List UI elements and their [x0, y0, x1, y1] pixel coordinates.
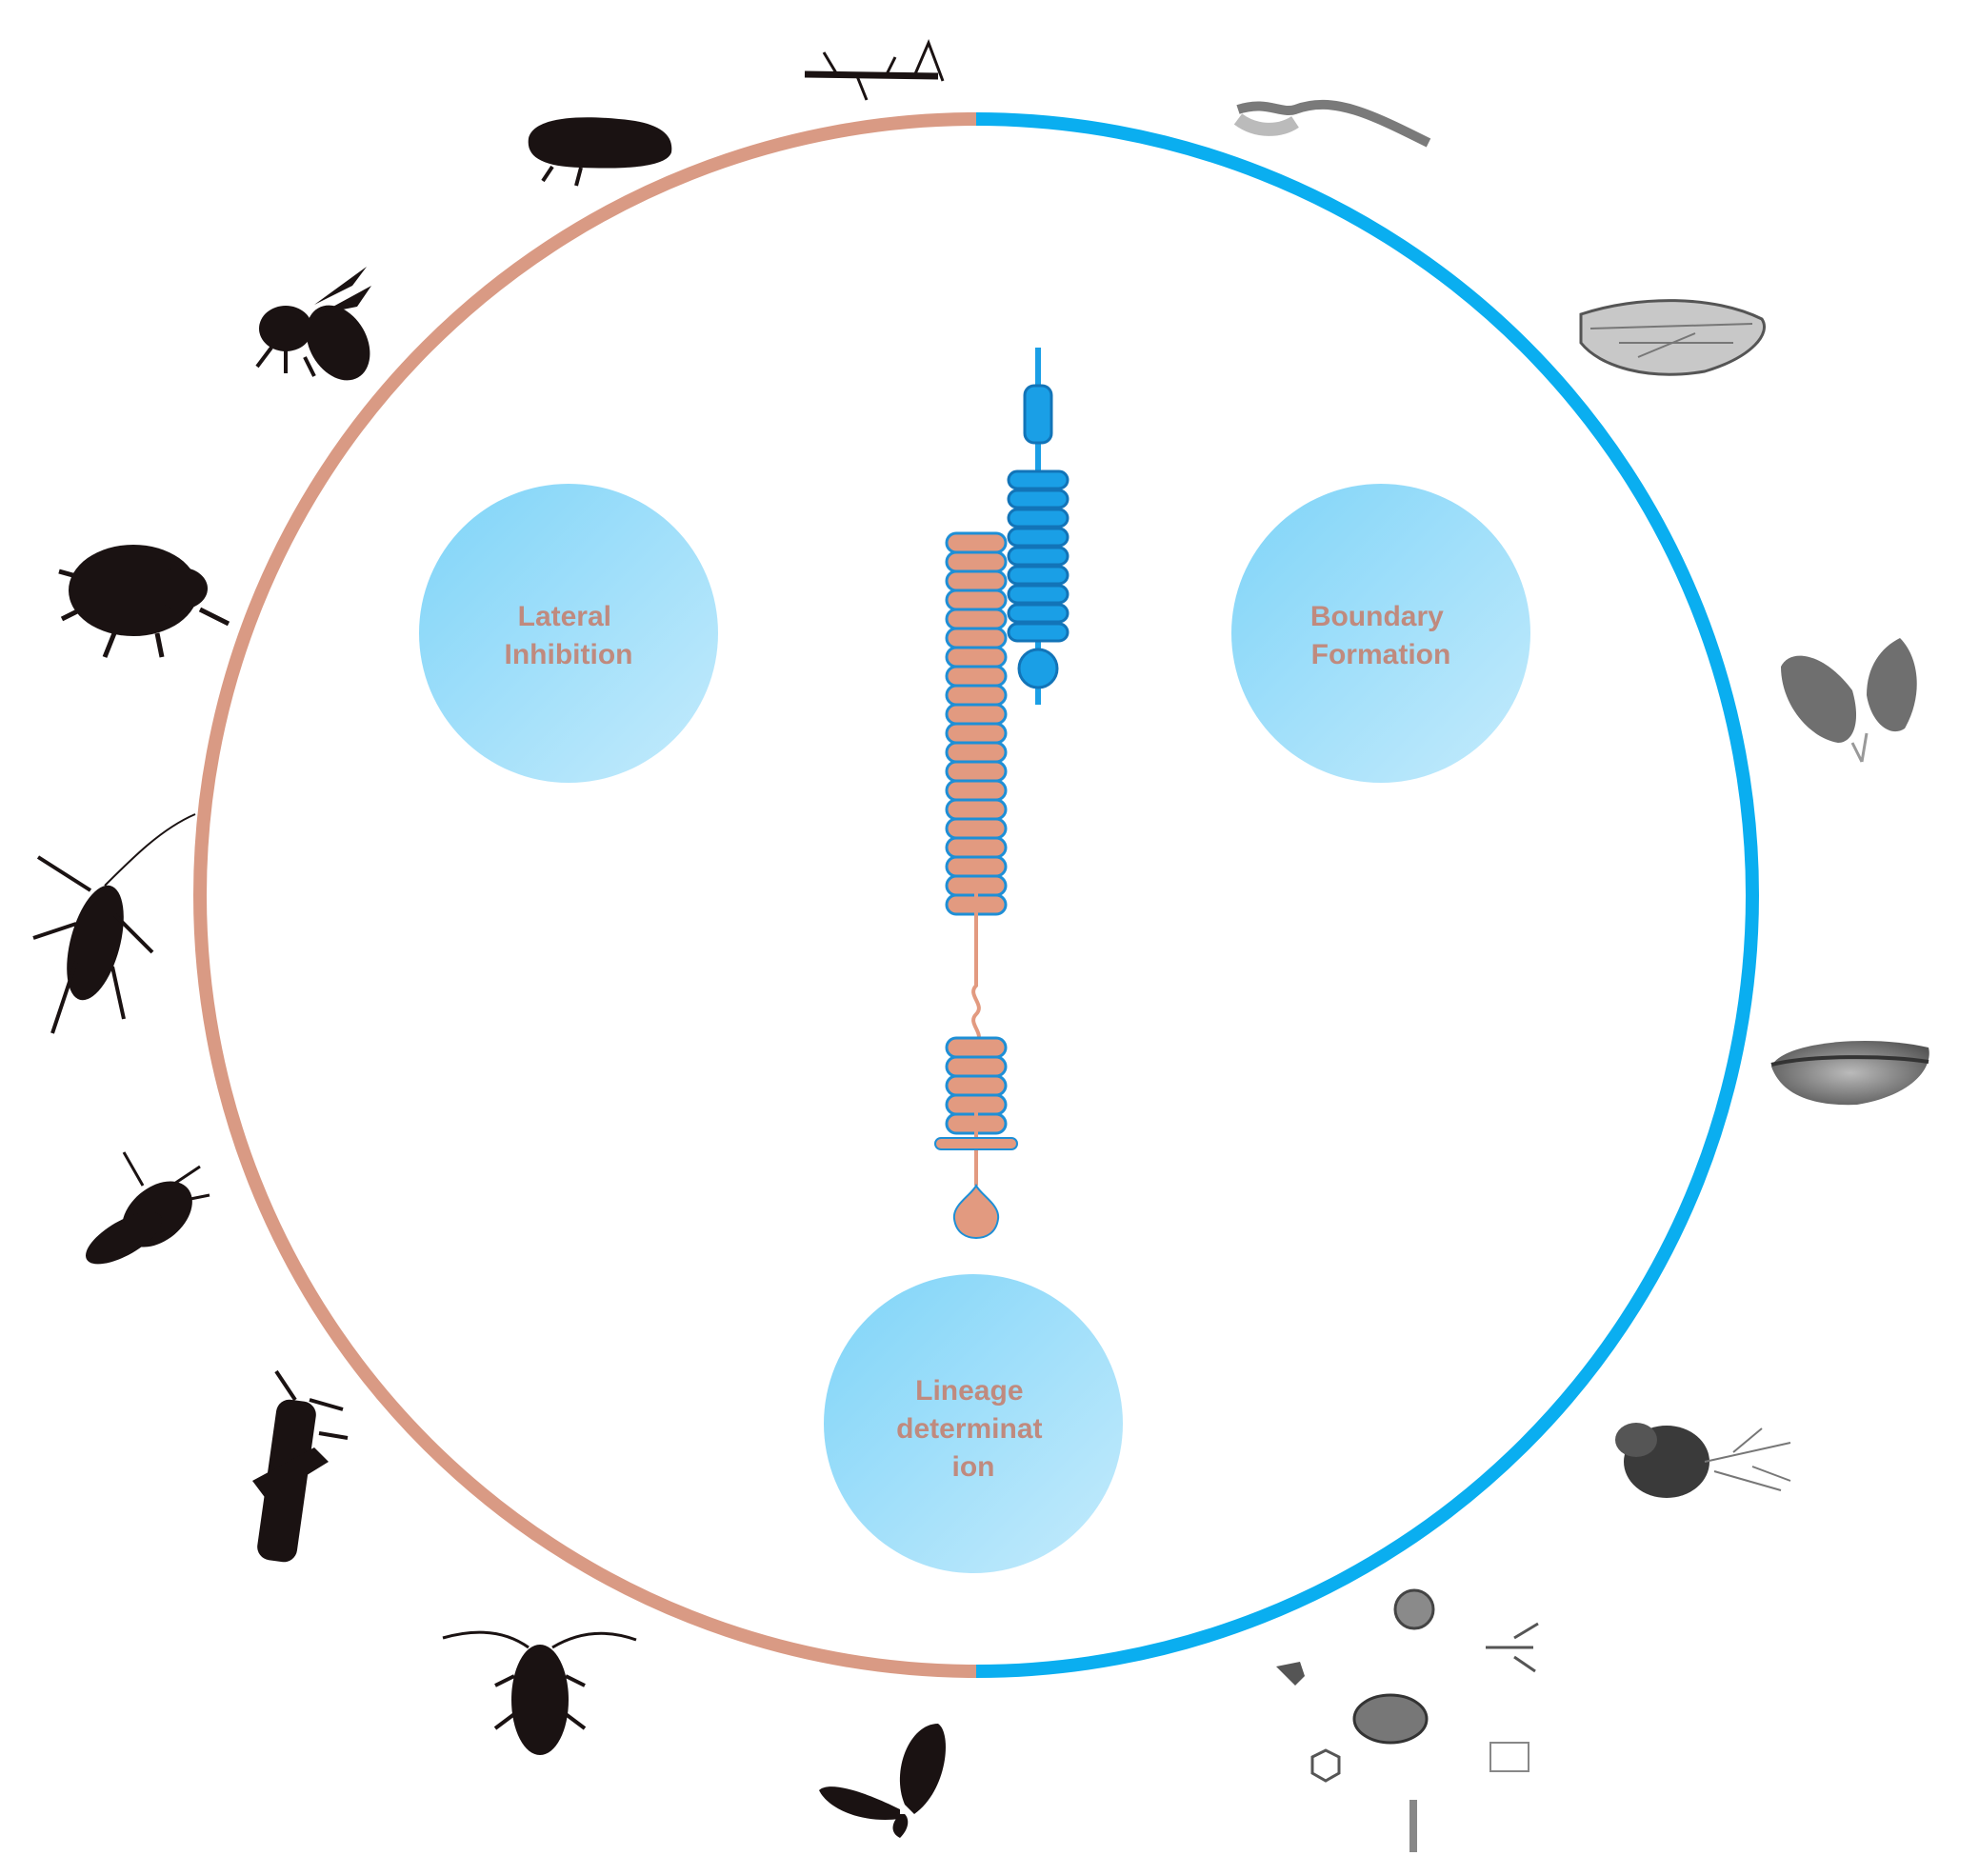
lineage-line-1: Lineage — [915, 1375, 1023, 1407]
notch-repeat — [945, 760, 1008, 783]
neuron-photo-icon — [1615, 1423, 1791, 1498]
delta-ligand — [1007, 348, 1069, 705]
lnr-repeat — [945, 1036, 1008, 1059]
notch-linker — [971, 890, 981, 1045]
notch-repeat — [945, 665, 1008, 688]
leafhopper-icon — [528, 117, 672, 187]
lnr-repeat — [945, 1074, 1008, 1097]
delta-egf-repeats — [1007, 469, 1069, 643]
notch-repeat — [945, 798, 1008, 821]
notch-repeat — [945, 741, 1008, 764]
notch-repeat — [945, 627, 1008, 649]
notch-repeat — [945, 703, 1008, 726]
notch-receptor — [934, 531, 1018, 1240]
boundary-line-2: Formation — [1311, 639, 1451, 670]
right-arc — [975, 112, 1759, 1678]
lnr-repeat — [945, 1055, 1008, 1078]
notch-repeat — [945, 646, 1008, 669]
notch-repeat — [945, 608, 1008, 630]
svg-text:Lineage determinat: Lineage determinat ion — [896, 1375, 1050, 1483]
cockroach-icon — [32, 813, 196, 1034]
boundary-formation-bubble: Boundary Formation — [1231, 484, 1530, 783]
delta-repeat — [1007, 489, 1069, 509]
svg-text:Boundary Formation: Boundary Formation — [1310, 601, 1451, 670]
lineage-determination-bubble: Lineage determinat ion — [824, 1274, 1123, 1573]
delta-repeat — [1007, 546, 1069, 567]
beetle-icon — [58, 545, 230, 658]
delta-repeat — [1007, 584, 1069, 605]
notch-repeat — [945, 855, 1008, 878]
delta-repeat — [1007, 565, 1069, 586]
notch-repeat — [945, 531, 1008, 554]
lineage-line-3: ion — [952, 1451, 995, 1483]
notch-egf-repeats — [945, 531, 1008, 916]
bug-icon — [442, 1630, 637, 1755]
stick-insect-icon — [804, 38, 945, 101]
mixed-structures-icon — [1276, 1588, 1539, 1852]
leg-photo-icon — [1233, 99, 1431, 148]
notch-repeat — [945, 779, 1008, 802]
notch-membrane-bar — [934, 1137, 1018, 1150]
notch-repeat — [945, 550, 1008, 573]
leaf-photo-icon — [1781, 638, 1917, 763]
notch-intracellular-domain — [952, 1183, 1000, 1240]
lateral-inhibition-bubble: Lateral Inhibition — [419, 484, 718, 783]
notch-repeat — [945, 589, 1008, 611]
butterfly-icon — [819, 1724, 946, 1838]
delta-repeat — [1007, 622, 1069, 643]
delta-repeat — [1007, 508, 1069, 529]
lineage-line-2: determinat — [896, 1413, 1042, 1445]
svg-text:Lateral Inhibition: Lateral Inhibition — [505, 601, 633, 670]
lateral-line-2: Inhibition — [505, 639, 633, 670]
wasp-icon — [255, 267, 371, 381]
delta-repeat — [1007, 603, 1069, 624]
embryo-photo-icon — [1770, 1040, 1929, 1106]
grasshopper-icon — [252, 1369, 349, 1563]
notch-repeat — [945, 817, 1008, 840]
boundary-line-1: Boundary — [1310, 601, 1444, 632]
notch-repeat — [945, 722, 1008, 745]
notch-repeat — [945, 836, 1008, 859]
notch-repeat — [945, 569, 1008, 592]
wing-photo-icon — [1579, 299, 1766, 376]
delta-repeat — [1007, 527, 1069, 548]
left-arc — [193, 112, 977, 1678]
lateral-line-1: Lateral — [518, 601, 611, 632]
delta-repeat — [1007, 469, 1069, 490]
fly-icon — [86, 1151, 210, 1265]
notch-repeat — [945, 684, 1008, 707]
